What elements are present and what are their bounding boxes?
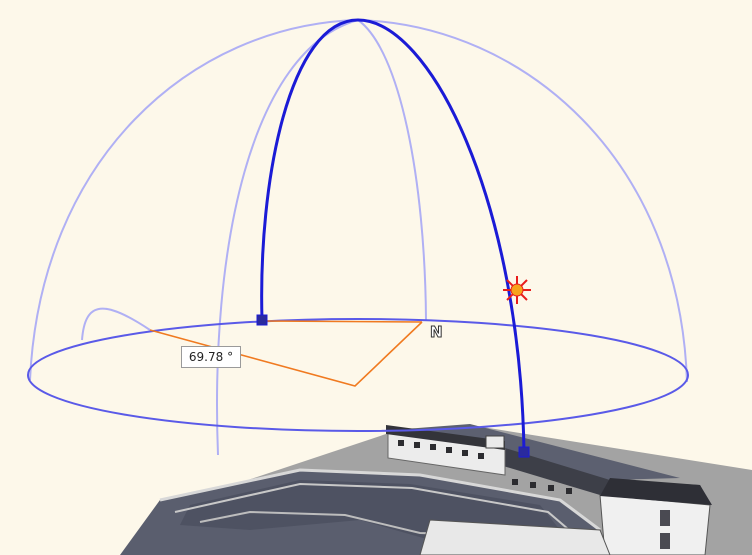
dome-meridian-left [216,19,359,456]
window-row [398,440,572,494]
front-facade [419,519,611,555]
north-icon: N [430,323,443,341]
sun-icon[interactable] [503,276,531,304]
right-roof-edge [600,478,712,505]
sun-path-arc[interactable] [260,18,526,453]
path-handle-icon[interactable] [518,446,530,458]
left-wing-roof-edge [386,425,505,450]
roof-parapet-inner [174,482,576,536]
roof-parapet-outline [159,468,601,532]
azimuth-reference-line [261,320,423,323]
dome-back-arc-left [81,307,151,341]
angle-value-label: 69.78 ° [181,346,241,368]
sky-dome[interactable] [29,18,688,456]
right-windows [660,510,670,549]
dome-outer-arc [29,18,688,383]
right-wall [599,494,711,555]
chimney [485,435,505,449]
horizon-ring[interactable] [27,318,689,432]
path-handle-icon[interactable] [256,314,268,326]
building-model[interactable] [120,424,752,555]
dome-meridian-back [357,19,427,321]
